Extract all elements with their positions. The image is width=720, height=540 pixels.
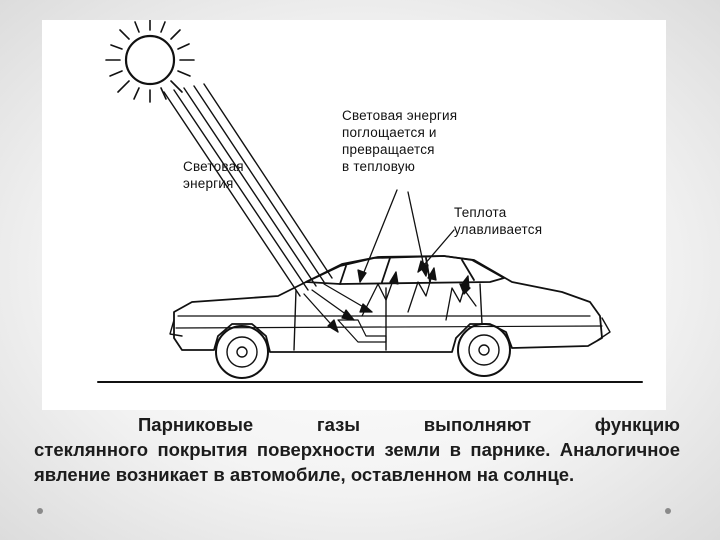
bullet-dot-left	[37, 508, 43, 514]
leader-lines	[357, 189, 455, 283]
label-heat-trapped: Теплота улавливается	[454, 205, 543, 237]
label-light-energy: Световая энергия	[183, 159, 244, 191]
caption-first-line: Парниковые газы выполняют функцию	[138, 414, 680, 435]
diagram-drawing	[97, 20, 643, 383]
internal-rays	[303, 267, 477, 333]
bullet-dot-right	[665, 508, 671, 514]
label-energy-absorbed: Световая энергия поглощается и превращае…	[342, 108, 458, 174]
caption-text: Парниковые газы выполняют функцию стекля…	[34, 412, 680, 487]
light-rays	[163, 83, 333, 297]
greenhouse-diagram: Световая энергия Световая энергия поглощ…	[42, 20, 666, 410]
caption-rest: стеклянного покрытия поверхности земли в…	[34, 439, 680, 485]
sun-icon	[105, 20, 195, 103]
car-icon	[169, 255, 611, 379]
